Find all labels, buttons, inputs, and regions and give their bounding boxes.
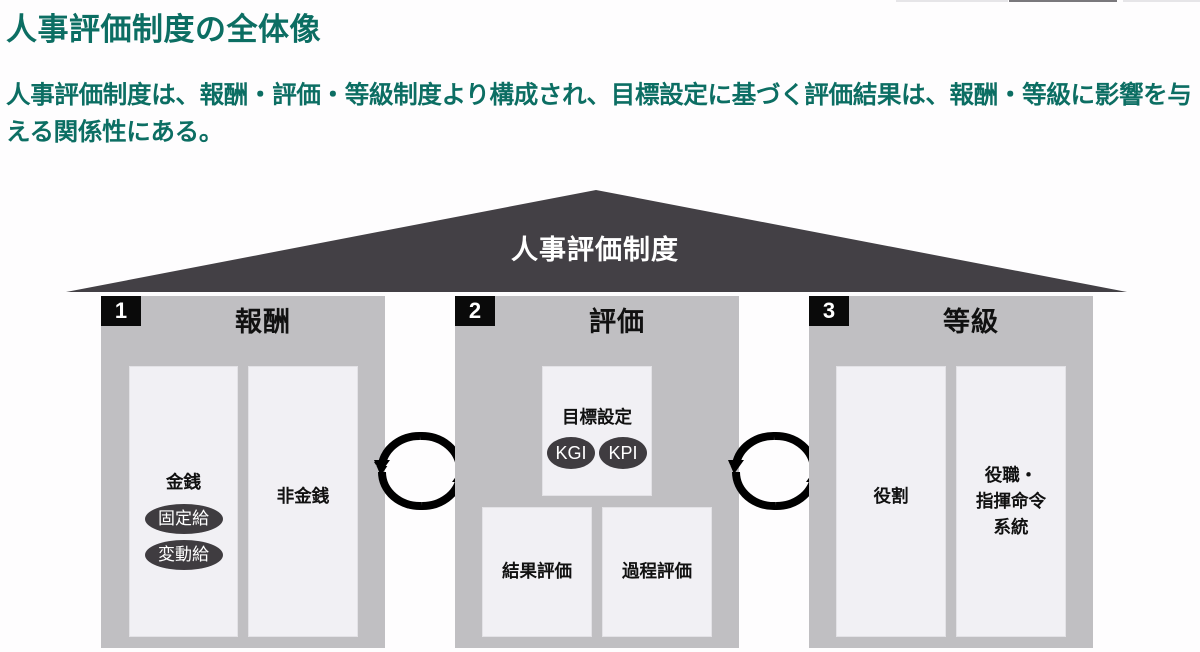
panel-label: 結果評価 [502, 562, 572, 582]
lead-text: 人事評価制度は、報酬・評価・等級制度より構成され、目標設定に基づく評価結果は、報… [6, 80, 1192, 146]
pillar-reward: 1 報酬 金銭 固定給 変動給 非金銭 [101, 296, 385, 648]
pillar-grade: 3 等級 役割 役職・ 指揮命令 系統 [809, 296, 1093, 648]
top-divider-active [1009, 0, 1117, 2]
roof-triangle [66, 190, 1127, 292]
panel-label: 役割 [873, 486, 909, 507]
goal-metrics: KGI KPI [547, 437, 647, 469]
panel-process-evaluation: 過程評価 [602, 507, 712, 637]
pillar-number-badge: 1 [101, 296, 141, 326]
panel-result-evaluation: 結果評価 [482, 507, 592, 637]
panel-label: 非金銭 [276, 486, 330, 507]
pillar-evaluation: 2 評価 目標設定 KGI KPI 結果評価 過程評価 [455, 296, 739, 648]
top-divider-right [1123, 0, 1200, 2]
page-title: 人事評価制度の全体像 [6, 12, 321, 48]
top-divider-left [896, 0, 1008, 2]
pill-kgi: KGI [547, 437, 595, 469]
pill-kpi: KPI [599, 437, 647, 469]
pillar-number-badge: 2 [455, 296, 495, 326]
roof-label: 人事評価制度 [511, 235, 679, 266]
panel-label: 過程評価 [622, 562, 692, 582]
pillar-title: 報酬 [235, 307, 291, 338]
pillar-number-badge: 3 [809, 296, 849, 326]
panel-label-line: 系統 [993, 517, 1029, 538]
pillar-title: 等級 [943, 307, 999, 338]
pill-fixed-pay: 固定給 [144, 503, 223, 534]
pillar-title: 評価 [589, 307, 645, 338]
panel-label: 目標設定 [562, 408, 632, 428]
pill-variable-pay: 変動給 [144, 539, 223, 570]
panel-monetary: 金銭 固定給 変動給 [129, 366, 238, 637]
panel-non-monetary: 非金銭 [248, 366, 358, 637]
panel-label-line: 指揮命令 [976, 491, 1046, 512]
panel-label-line: 役職・ [984, 465, 1038, 486]
panel-goal-setting: 目標設定 KGI KPI [542, 366, 652, 496]
panel-label: 金銭 [166, 472, 201, 493]
panel-role: 役割 [836, 366, 946, 637]
panel-position-command: 役職・ 指揮命令 系統 [956, 366, 1066, 637]
